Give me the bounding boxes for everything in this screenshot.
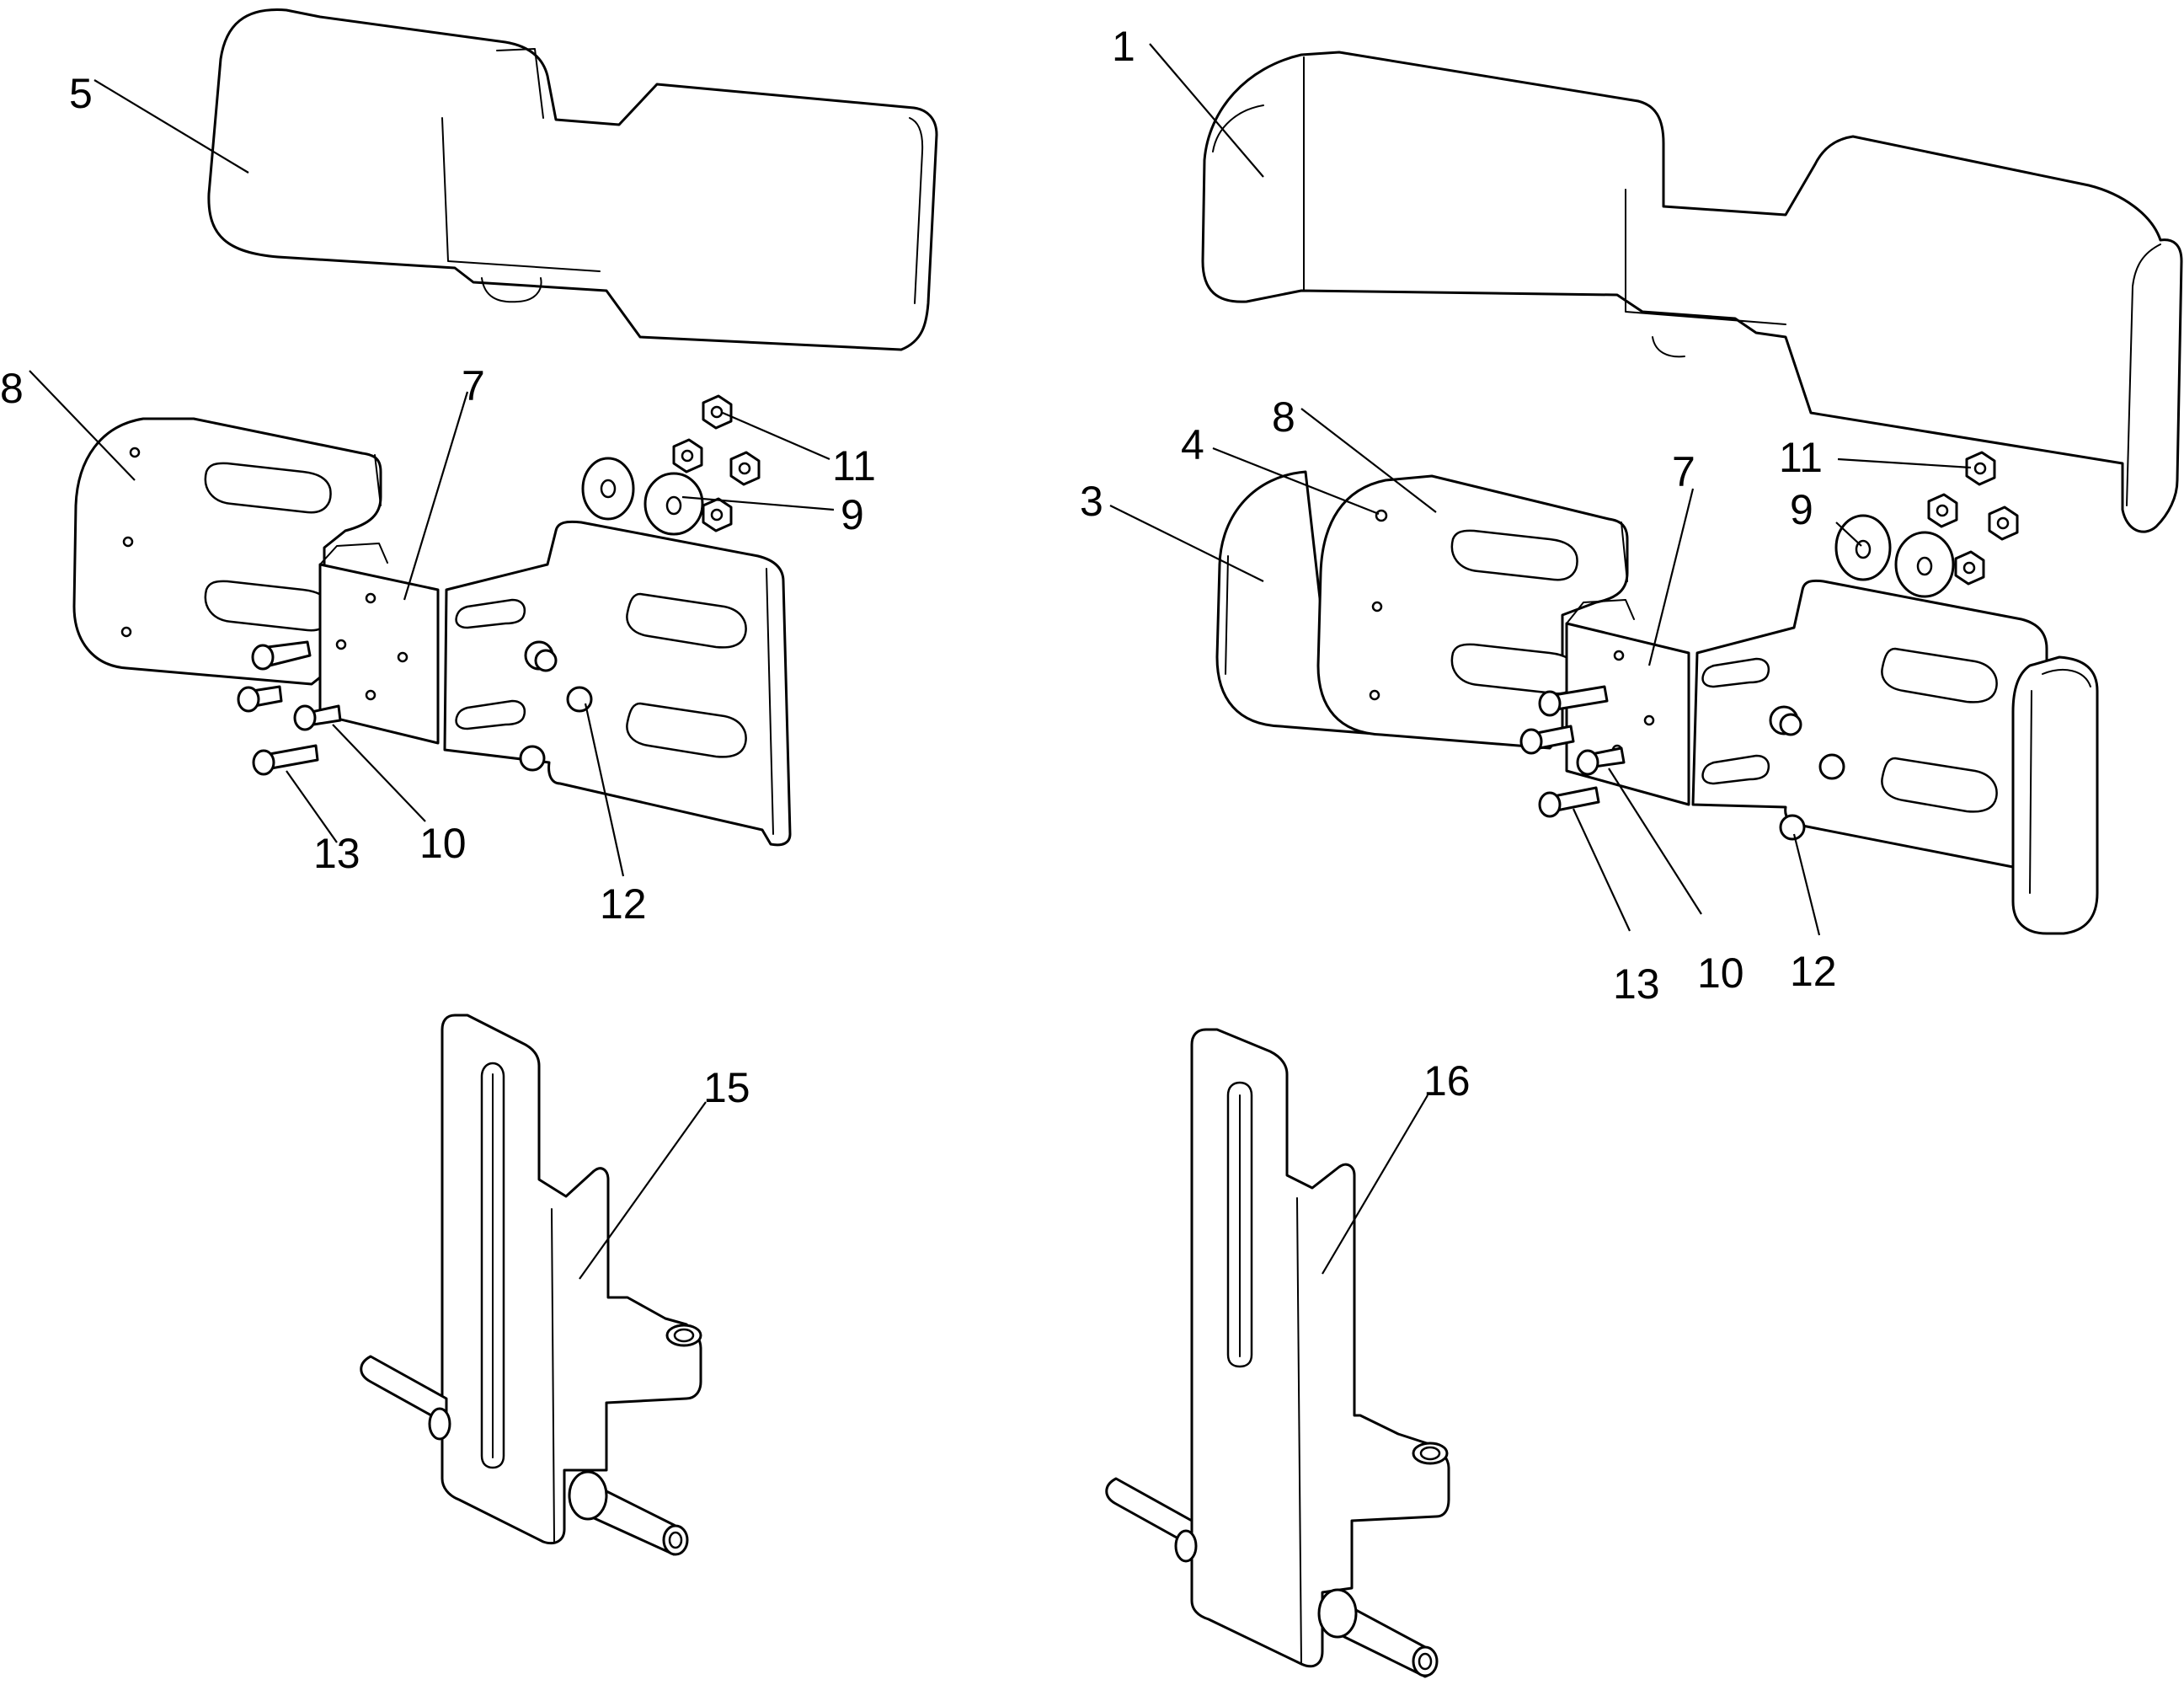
left-washers-part-9 xyxy=(581,457,704,536)
right-callout-labels: 1 8 4 3 7 11 9 13 10 12 xyxy=(1080,23,1837,1008)
callout-12: 12 xyxy=(600,880,647,928)
bracket-part-16: 16 xyxy=(1105,1028,1471,1678)
left-bolts xyxy=(237,640,593,776)
callout-10: 10 xyxy=(419,820,467,867)
left-bracket-part-7 xyxy=(318,543,440,745)
left-assembly: 5 8 7 11 9 13 10 12 xyxy=(0,8,938,928)
right-washers-part-9 xyxy=(1834,514,1955,598)
right-nuts-part-11 xyxy=(1927,451,2019,586)
left-pad-part-5 xyxy=(207,8,938,351)
callout-13: 13 xyxy=(313,830,360,877)
left-nuts-part-11 xyxy=(672,394,761,532)
callout-5: 5 xyxy=(69,70,93,117)
right-end-cushion xyxy=(2011,655,2099,935)
callout-7: 7 xyxy=(462,362,485,409)
callout-11: 11 xyxy=(1779,434,1823,481)
callout-11: 11 xyxy=(832,442,876,489)
left-wing-plate xyxy=(443,520,792,847)
callout-8: 8 xyxy=(0,365,24,412)
right-side-pad-part-3 xyxy=(1215,470,1543,747)
callout-4: 4 xyxy=(1181,421,1204,468)
bracket-part-15: 15 xyxy=(360,1014,750,1556)
right-bolts xyxy=(1519,685,1845,841)
callout-7: 7 xyxy=(1672,448,1695,495)
callout-16: 16 xyxy=(1423,1057,1471,1105)
right-plate-part-8 xyxy=(1316,474,1629,750)
callout-13: 13 xyxy=(1613,960,1660,1008)
right-leaders xyxy=(1109,43,1972,936)
left-plate-part-8 xyxy=(72,417,382,686)
callout-9: 9 xyxy=(1790,486,1813,533)
callout-3: 3 xyxy=(1080,478,1103,525)
callout-12: 12 xyxy=(1790,948,1837,995)
callout-1: 1 xyxy=(1112,23,1135,70)
right-wing-plate xyxy=(1691,579,2048,872)
right-pad-part-1 xyxy=(1201,51,2183,533)
callout-9: 9 xyxy=(841,491,864,538)
left-callout-labels: 5 8 7 11 9 13 10 12 xyxy=(0,70,876,928)
right-assembly: 1 8 4 3 7 11 9 13 10 12 xyxy=(1080,23,2183,1008)
left-leaders xyxy=(29,79,835,877)
callout-10: 10 xyxy=(1697,949,1744,997)
callout-8: 8 xyxy=(1272,393,1295,441)
callout-15: 15 xyxy=(703,1064,750,1111)
